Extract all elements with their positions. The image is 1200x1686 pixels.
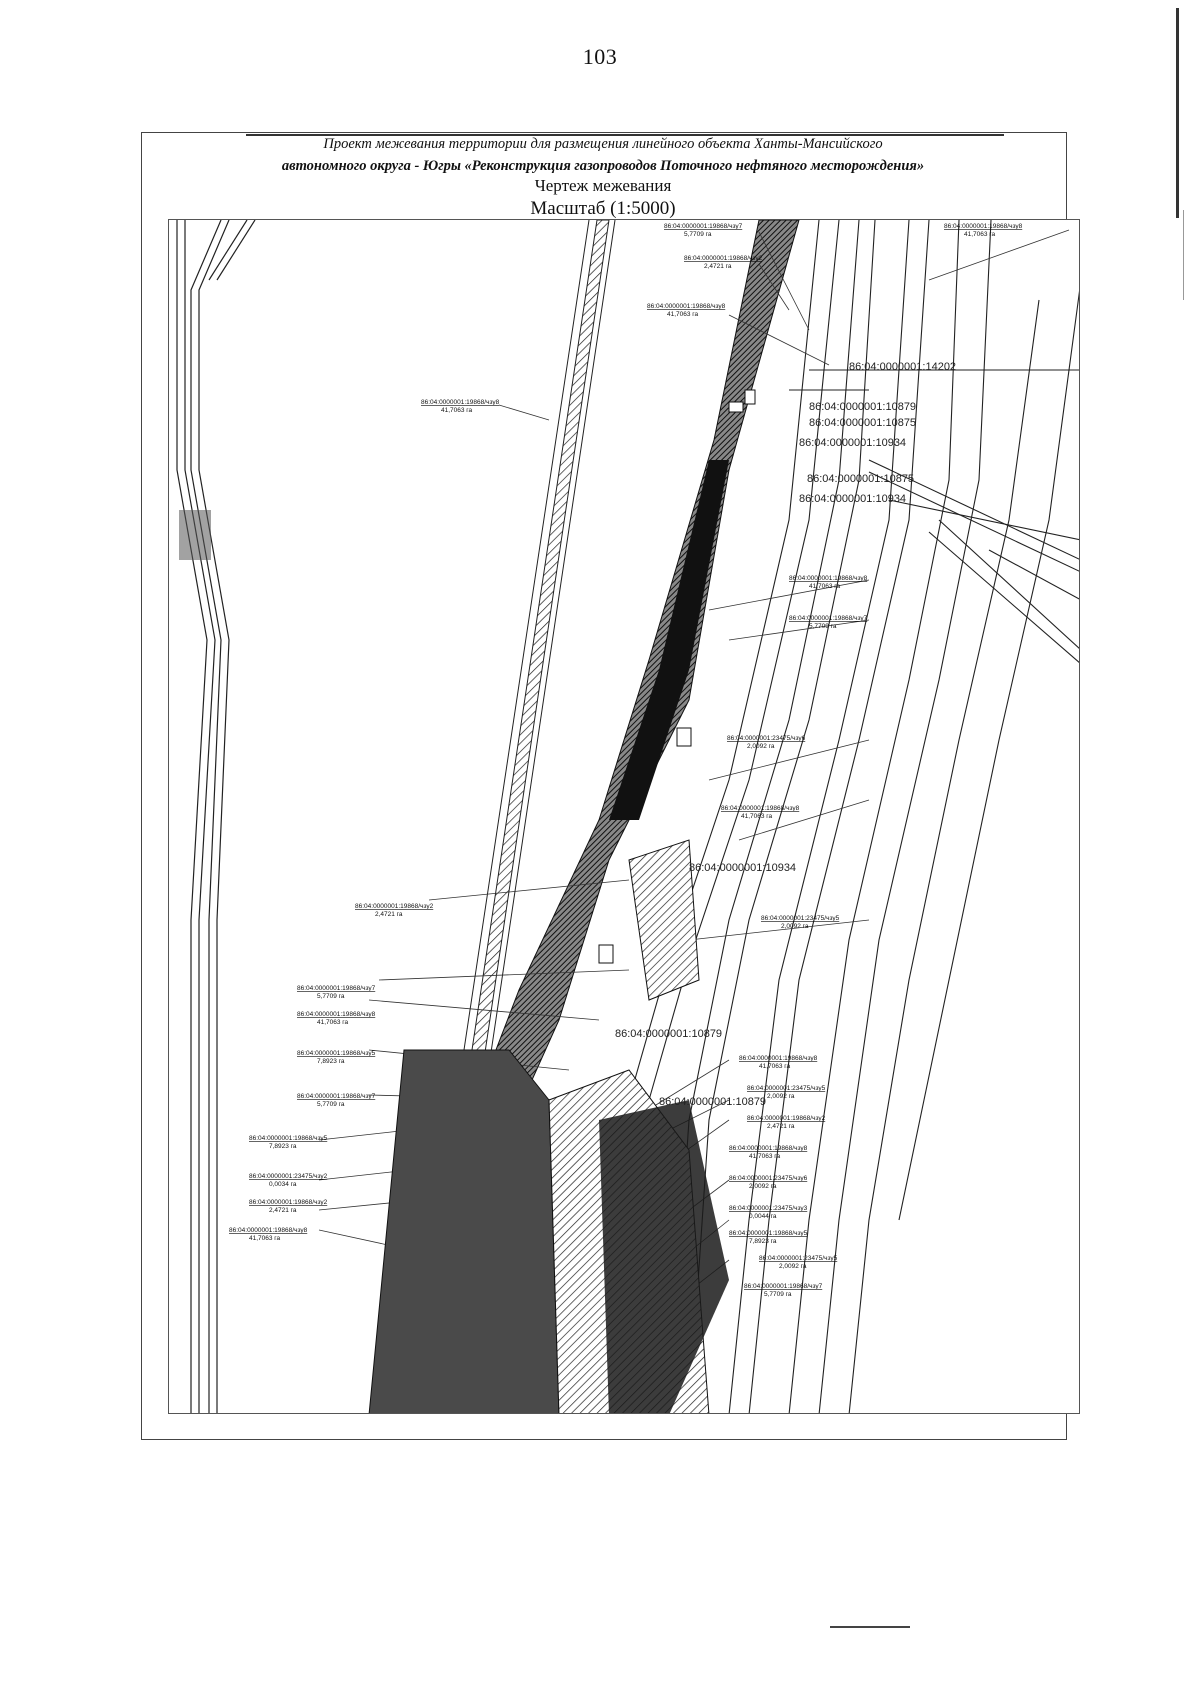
scan-margin-line <box>1183 210 1184 300</box>
parcel-label-area: 2,0092 га <box>779 1263 807 1270</box>
parcel-label-area: 5,7709 га <box>764 1291 792 1298</box>
parcel-label-id: 86:04:0000001:19868/чзу8 <box>944 223 1023 230</box>
parcel-label-area: 5,7709 га <box>317 1101 345 1108</box>
parcel-label-area: 2,0092 га <box>781 923 809 930</box>
page-number: 103 <box>582 44 618 69</box>
drawing-title: Чертеж межевания <box>534 176 672 195</box>
left-road <box>176 220 256 1413</box>
parcel-label-id: 86:04:0000001:19868/чзу2 <box>684 255 763 262</box>
parcel-label-id: 86:04:0000001:23475/чзу3 <box>729 1205 808 1212</box>
right-corridors <box>628 220 1079 1413</box>
cadastral-number: 86:04:0000001:14202 <box>849 361 956 373</box>
cadastral-number: 86:04:0000001:10879 <box>659 1096 766 1108</box>
parcel-label-id: 86:04:0000001:23475/чзу5 <box>759 1255 838 1262</box>
parcel-label-area: 7,8923 га <box>269 1143 297 1150</box>
parcel-label-area: 41,7063 га <box>249 1235 281 1242</box>
parcel-label-id: 86:04:0000001:19868/чзу5 <box>729 1230 808 1237</box>
road-dark-segment <box>179 510 211 560</box>
parcel-label-id: 86:04:0000001:23475/чзу6 <box>729 1175 808 1182</box>
parcel-label-area: 41,7063 га <box>749 1153 781 1160</box>
parcel-label-area: 5,7709 га <box>809 623 837 630</box>
scan-bottom-line <box>830 1626 910 1628</box>
parcel-label-area: 41,7063 га <box>667 311 699 318</box>
title-rule <box>246 134 1004 136</box>
scale-label: Масштаб (1:5000) <box>530 198 676 219</box>
parcel-label-id: 86:04:0000001:19868/чзу8 <box>297 1011 376 1018</box>
cadastral-number: 86:04:0000001:10875 <box>809 417 916 429</box>
parcel-label-area: 41,7063 га <box>964 231 996 238</box>
parcel-label-id: 86:04:0000001:19868/чзу5 <box>249 1135 328 1142</box>
parcel-label-area: 2,0092 га <box>749 1183 777 1190</box>
parcel-label-area: 7,8923 га <box>749 1238 777 1245</box>
parcel-label-id: 86:04:0000001:19868/чзу2 <box>747 1115 826 1122</box>
parcel-label-area: 0,0044 га <box>749 1213 777 1220</box>
cadastral-number: 86:04:0000001:10934 <box>799 437 906 449</box>
cadastral-number: 86:04:0000001:10875 <box>807 473 914 485</box>
parcel-label-id: 86:04:0000001:19868/чзу7 <box>744 1283 823 1290</box>
parcel-label-id: 86:04:0000001:23475/чзу5 <box>761 915 840 922</box>
parcel-label-id: 86:04:0000001:19868/чзу7 <box>664 223 743 230</box>
parcel-label-id: 86:04:0000001:23475/чзу2 <box>249 1173 328 1180</box>
parcel-label-area: 2,4721 га <box>375 911 403 918</box>
parcel-label-area: 5,7709 га <box>684 231 712 238</box>
parcel-label-id: 86:04:0000001:19868/чзу5 <box>297 1050 376 1057</box>
parcel-label-id: 86:04:0000001:19868/чзу8 <box>647 303 726 310</box>
parcel-label-area: 41,7063 га <box>741 813 773 820</box>
cadastral-number: 86:04:0000001:10934 <box>689 862 796 874</box>
cadastral-number: 86:04:0000001:10934 <box>799 493 906 505</box>
dark-pipeline-strip <box>468 220 800 1121</box>
cadastral-numbers: 86:04:0000001:14202 86:04:0000001:10879 86… <box>615 361 956 1108</box>
parcel-label-id: 86:04:0000001:19868/чзу8 <box>229 1227 308 1234</box>
parcel-label-area: 0,0034 га <box>269 1181 297 1188</box>
parcel-label-id: 86:04:0000001:19868/чзу8 <box>421 399 500 406</box>
parcel-label-area: 41,7063 га <box>759 1063 791 1070</box>
parcel-label-id: 86:04:0000001:23475/чзу6 <box>727 735 806 742</box>
parcel-label-area: 2,0092 га <box>767 1093 795 1100</box>
parcel-label-id: 86:04:0000001:19868/чзу8 <box>739 1055 818 1062</box>
cadastral-number: 86:04:0000001:10879 <box>615 1028 722 1040</box>
parcel-label-id: 86:04:0000001:19868/чзу8 <box>721 805 800 812</box>
scan-margin-line <box>1176 8 1179 218</box>
parcel-label-area: 41,7063 га <box>317 1019 349 1026</box>
parcel-label-area: 2,4721 га <box>269 1207 297 1214</box>
parcel-label-id: 86:04:0000001:19868/чзу2 <box>355 903 434 910</box>
map-canvas: 86:04:0000001:1420286:04:0000001:1087986… <box>176 220 1079 1413</box>
parcel-label-area: 2,4721 га <box>767 1123 795 1130</box>
parcel-label-area: 7,8923 га <box>317 1058 345 1065</box>
parcel-label-id: 86:04:0000001:19868/чзу8 <box>729 1145 808 1152</box>
project-title-line-2: автономного округа - Югры «Реконструкция… <box>281 158 925 174</box>
bottom-hatched-area <box>368 389 756 1413</box>
parcel-label-id: 86:04:0000001:19868/чзу7 <box>297 1093 376 1100</box>
project-title-line-1: Проект межевания территории для размещен… <box>323 136 883 152</box>
parcel-label-id: 86:04:0000001:23475/чзу5 <box>747 1085 826 1092</box>
parcel-label-area: 2,4721 га <box>704 263 732 270</box>
parcel-label-area: 5,7709 га <box>317 993 345 1000</box>
cadastral-number: 86:04:0000001:10879 <box>809 401 916 413</box>
parcel-label-id: 86:04:0000001:19868/чзу7 <box>297 985 376 992</box>
parcel-label-area: 41,7063 га <box>441 407 473 414</box>
parcel-label-area: 41,7063 га <box>809 583 841 590</box>
parcel-label-area: 2,0092 га <box>747 743 775 750</box>
parcel-label-id: 86:04:0000001:19868/чзу8 <box>789 575 868 582</box>
parcel-label-id: 86:04:0000001:19868/чзу7 <box>789 615 868 622</box>
parcel-label-id: 86:04:0000001:19868/чзу2 <box>249 1199 328 1206</box>
